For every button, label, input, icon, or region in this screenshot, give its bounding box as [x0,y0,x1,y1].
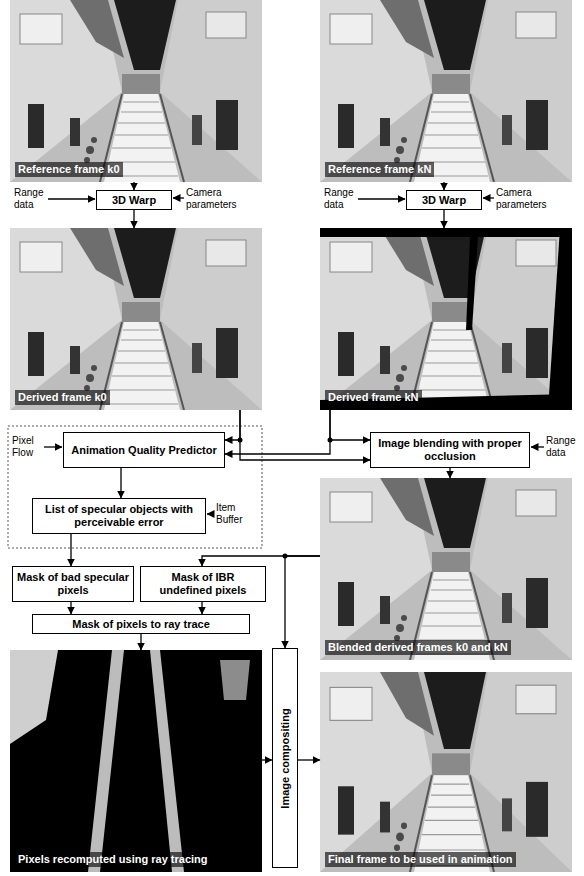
flow-arrow [443,210,444,228]
image-panel: Reference frame k0 [10,0,262,182]
flow-arrow [133,182,134,190]
image-caption: Derived frame kN [325,390,422,405]
flow-arrow [202,556,320,566]
process-box: 3D Warp [96,190,172,210]
process-box: Image compositing [272,648,298,868]
flow-arrow [443,182,444,190]
flow-arrow [140,634,141,650]
flow-arrow [201,602,202,614]
image-panel: Derived frame kN [320,228,572,410]
image-panel: Final frame to be used in animation [320,672,572,872]
input-label: Range data [324,187,358,211]
box-label: Image compositing [279,708,292,808]
box-label: 3D Warp [422,194,466,207]
flow-arrow [240,410,370,460]
input-label: Range data [14,187,48,211]
box-label: List of specular objects with perceivabl… [37,503,201,529]
flow-arrow [330,410,370,440]
box-label: Mask of pixels to ray trace [72,618,210,631]
input-label: Pixel Flow [12,435,44,459]
flow-arrow [225,410,330,454]
process-box: Mask of IBR undefined pixels [140,566,266,602]
image-panel: Reference frame kN [320,0,572,182]
flow-arrow [70,602,71,614]
input-label: Camera parameters [496,187,558,211]
flow-arrow [262,759,272,760]
process-box: Mask of pixels to ray trace [32,614,250,634]
image-caption: Reference frame k0 [15,162,123,177]
flow-arrow [225,410,240,440]
box-label: Mask of bad specular pixels [17,571,129,597]
flow-arrow [133,210,134,228]
image-panel: Blended derived frames k0 and kN [320,478,572,660]
process-box: Animation Quality Predictor [63,432,225,468]
image-caption: Derived frame k0 [15,390,110,405]
process-box: 3D Warp [406,190,482,210]
box-label: Image blending with proper occlusion [375,437,525,463]
image-caption: Blended derived frames k0 and kN [325,640,511,655]
flow-arrow [285,556,320,648]
process-box: Mask of bad specular pixels [12,566,134,602]
process-box: Image blending with proper occlusion [370,432,530,468]
image-caption: Reference frame kN [325,162,434,177]
image-panel: Pixels recomputed using ray tracing [10,650,262,872]
box-label: Mask of IBR undefined pixels [145,571,261,597]
process-box: List of specular objects with perceivabl… [32,498,206,534]
flow-arrow [70,534,71,566]
input-label: Camera parameters [186,187,248,211]
input-label: Item Buffer [216,502,258,526]
box-label: 3D Warp [112,194,156,207]
box-label: Animation Quality Predictor [71,444,216,457]
flow-arrow [120,468,121,498]
input-label: Range data [546,435,580,459]
image-caption: Pixels recomputed using ray tracing [15,852,211,867]
image-panel: Derived frame k0 [10,228,262,410]
flow-arrow [298,759,320,760]
flow-arrow [449,468,450,478]
image-caption: Final frame to be used in animation [325,852,516,867]
